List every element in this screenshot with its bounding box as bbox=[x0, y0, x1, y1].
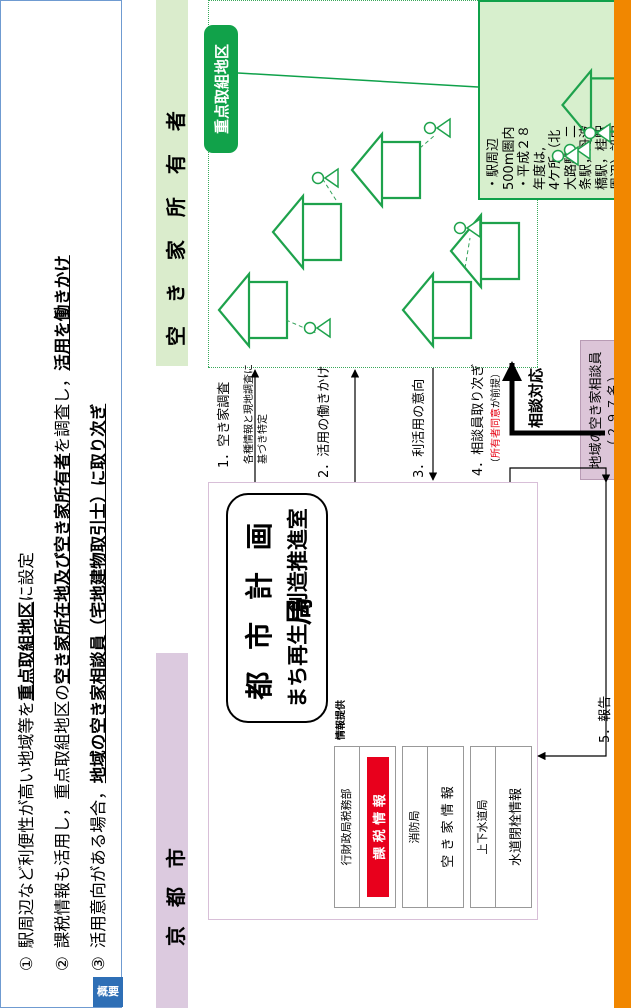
step4-arrow bbox=[509, 467, 611, 483]
owner-person-icon bbox=[583, 122, 611, 144]
bottom-stripe bbox=[614, 0, 631, 1008]
owner-link-line bbox=[285, 319, 317, 334]
owner-person-icon bbox=[551, 145, 579, 167]
vacant-house-icon bbox=[401, 270, 473, 350]
owner-link-line bbox=[419, 135, 435, 149]
owner-link-line bbox=[464, 237, 471, 269]
vacant-house-icon bbox=[350, 130, 422, 210]
owner-person-icon bbox=[303, 317, 331, 339]
owner-person-icon bbox=[453, 217, 481, 239]
consult-arrow bbox=[502, 361, 605, 436]
owner-person-icon bbox=[311, 167, 339, 189]
step5-arrow bbox=[537, 480, 607, 761]
owner-person-icon bbox=[423, 117, 451, 139]
note-pointer bbox=[237, 72, 479, 88]
vacant-house-icon bbox=[217, 270, 289, 350]
vacant-house-icon bbox=[449, 211, 521, 291]
owner-link-line bbox=[321, 177, 337, 201]
vacant-house-icon bbox=[271, 192, 343, 272]
